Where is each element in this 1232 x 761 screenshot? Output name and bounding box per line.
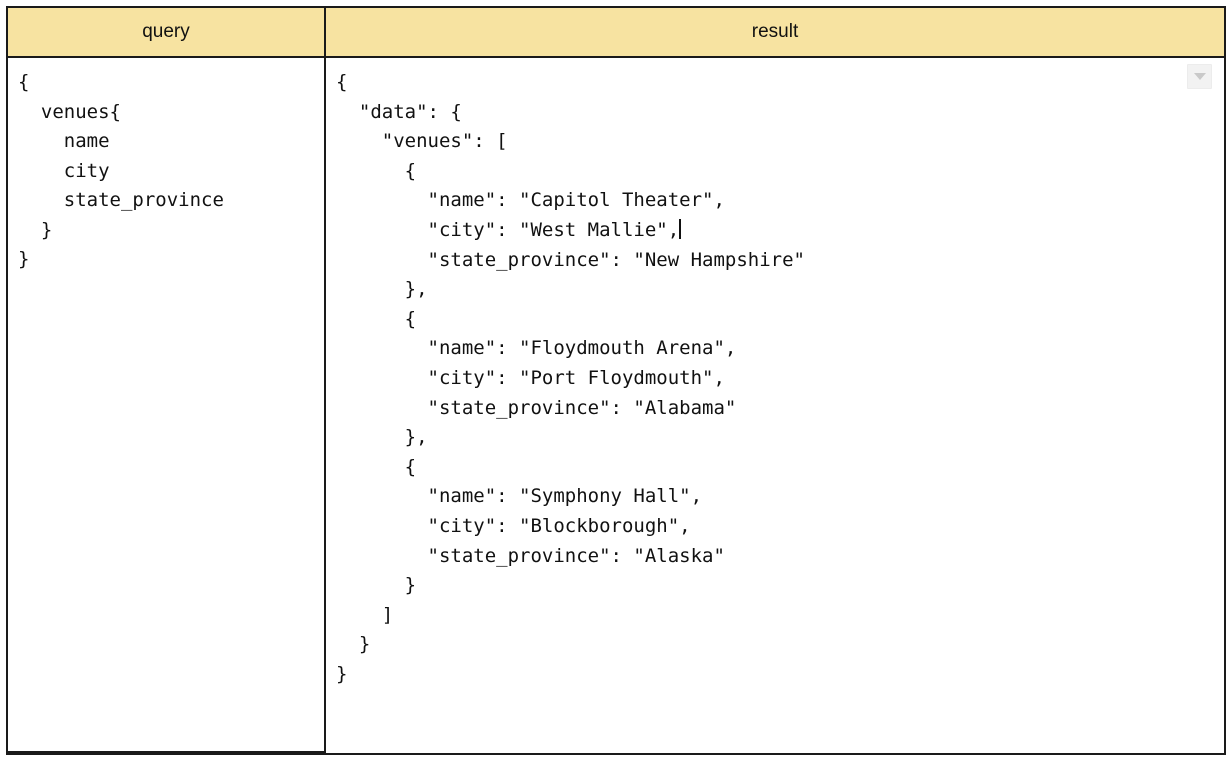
column-header-query-label: query xyxy=(142,21,190,42)
result-code-block[interactable]: { "data": { "venues": [ { "name": "Capit… xyxy=(336,68,1224,689)
column-header-result-label: result xyxy=(751,21,799,42)
query-cell[interactable]: { venues{ name city state_province } } xyxy=(8,58,326,753)
query-code-block[interactable]: { venues{ name city state_province } } xyxy=(18,71,224,270)
chevron-down-icon[interactable] xyxy=(1187,64,1212,89)
query-result-table: query result { venues{ name city state_p… xyxy=(6,6,1226,755)
table-body-row: { venues{ name city state_province } } {… xyxy=(8,58,1224,753)
table-header-row: query result xyxy=(8,8,1224,58)
result-cell[interactable]: { "data": { "venues": [ { "name": "Capit… xyxy=(326,58,1224,753)
chevron-down-glyph xyxy=(1193,73,1206,80)
column-header-query: query xyxy=(8,8,326,56)
result-code-before-caret: { "data": { "venues": [ { "name": "Capit… xyxy=(336,71,725,241)
column-header-result: result xyxy=(326,8,1224,56)
result-code-after-caret: "state_province": "New Hampshire" }, { "… xyxy=(336,248,805,685)
text-caret xyxy=(679,218,682,239)
